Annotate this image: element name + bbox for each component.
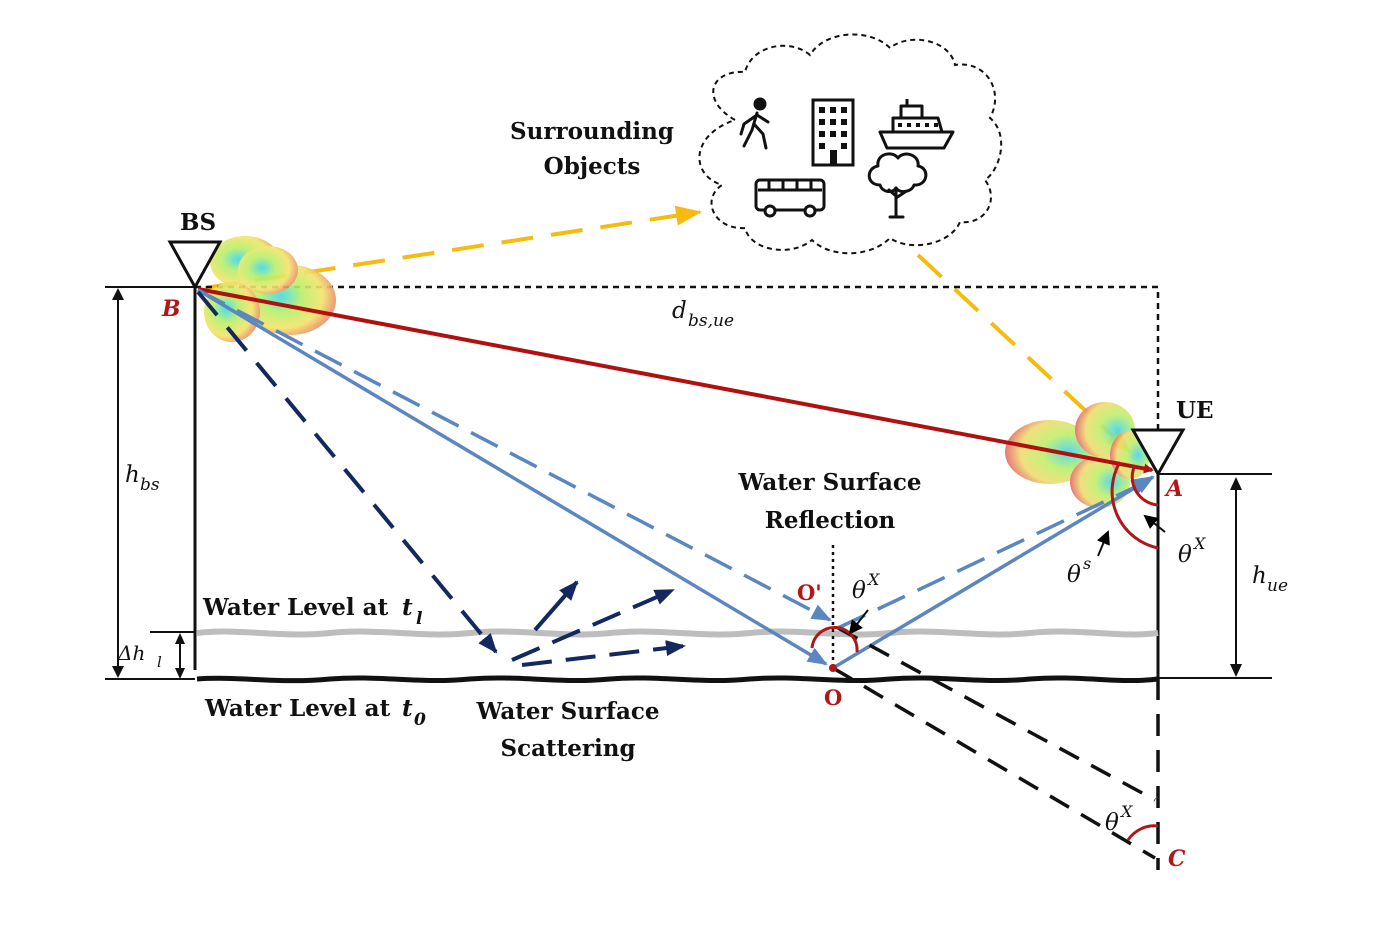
theta-x-ue-pointer [1143,514,1166,533]
svg-text:X: X [1119,802,1133,821]
image-ray-t0 [832,666,1156,860]
svg-text:bs: bs [140,475,160,495]
point-o-prime-label: O' [797,580,822,605]
tree-icon [867,152,928,219]
ue-antenna-icon [1130,428,1186,478]
reflection-outgoing-ray-tl [837,478,1152,630]
svg-text:ue: ue [1267,576,1288,596]
building-icon [811,98,855,167]
svg-text:s: s [1083,554,1091,573]
svg-text:θ: θ [1105,810,1119,836]
svg-text:X: X [866,570,880,589]
h-bs-label: h bs [125,462,160,495]
theta-s-pointer [1096,530,1110,557]
svg-text:d: d [672,298,687,324]
svg-text:Water Level at: Water Level at [204,695,391,722]
reflection-label-line2: Reflection [765,507,896,534]
svg-text:l: l [416,609,423,629]
bs-to-objects-ray [204,205,702,290]
water-level-t0-line [196,675,1159,684]
point-o-marker [829,664,837,672]
surrounding-label-line1: Surrounding [510,118,674,145]
svg-text:t: t [402,695,413,722]
scattering-label-line2: Scattering [500,735,635,762]
h-ue-label: h ue [1252,563,1288,596]
point-b-label: B [161,296,181,322]
svg-text:Water Level at: Water Level at [202,594,389,621]
reflection-incident-ray-t0 [197,288,828,666]
reflection-outgoing-ray-t0 [832,475,1155,670]
svg-text:X: X [1192,534,1206,553]
point-c-label: C [1168,846,1186,872]
svg-text:θ: θ [1067,562,1081,588]
water-level-tl-label: Water Level at t l [202,594,423,629]
scatter-ray-2 [511,588,675,662]
water-level-tl-line [196,628,1159,638]
distance-label: d bs,ue [672,298,734,331]
ship-icon [878,99,955,150]
svg-text:l: l [157,653,162,671]
pedestrian-icon [739,97,770,150]
theta-x-reflection-pointer [848,609,869,635]
distance-reference-line [195,285,1160,470]
bus-icon [754,178,826,218]
theta-s-label: θ s [1067,554,1091,588]
bs-antenna-icon [167,240,223,291]
surrounding-label-line2: Objects [544,153,641,180]
delta-h-label: Δh l [117,641,162,671]
theta-x-reflection-label: θ X [852,570,880,604]
ue-label: UE [1176,397,1214,424]
bs-antenna-pattern [204,236,336,342]
surrounding-objects-cloud [698,33,1003,255]
svg-text:bs,ue: bs,ue [688,311,734,331]
scatter-incident-ray [196,290,498,654]
reflection-angle-arc [810,625,859,653]
svg-text:0: 0 [414,710,426,730]
ue-theta-s-arc [1110,461,1159,550]
theta-x-ue-label: θ X [1178,534,1206,568]
ue-theta-x-arc [1130,464,1159,507]
scatter-ray-1 [533,580,579,632]
point-a-label: A [1164,476,1183,502]
svg-text:t: t [402,594,413,621]
scatter-ray-3 [521,640,686,667]
reflection-label-line1: Water Surface [737,469,921,496]
svg-text:θ: θ [1178,542,1192,568]
svg-text:θ: θ [852,578,866,604]
los-ray [197,287,1154,474]
svg-text:h: h [125,462,140,488]
svg-text:Δh: Δh [117,641,145,665]
image-angle-arc [1126,824,1159,841]
water-level-t0-label: Water Level at t 0 [204,695,426,730]
theta-x-image-label: θ X [1105,802,1133,836]
scattering-label-line1: Water Surface [475,698,659,725]
point-o-label: O [824,685,842,710]
image-ray-tl [837,626,1156,802]
svg-text:h: h [1252,563,1267,589]
bs-label: BS [180,209,216,236]
reflection-incident-ray-tl [197,288,832,622]
